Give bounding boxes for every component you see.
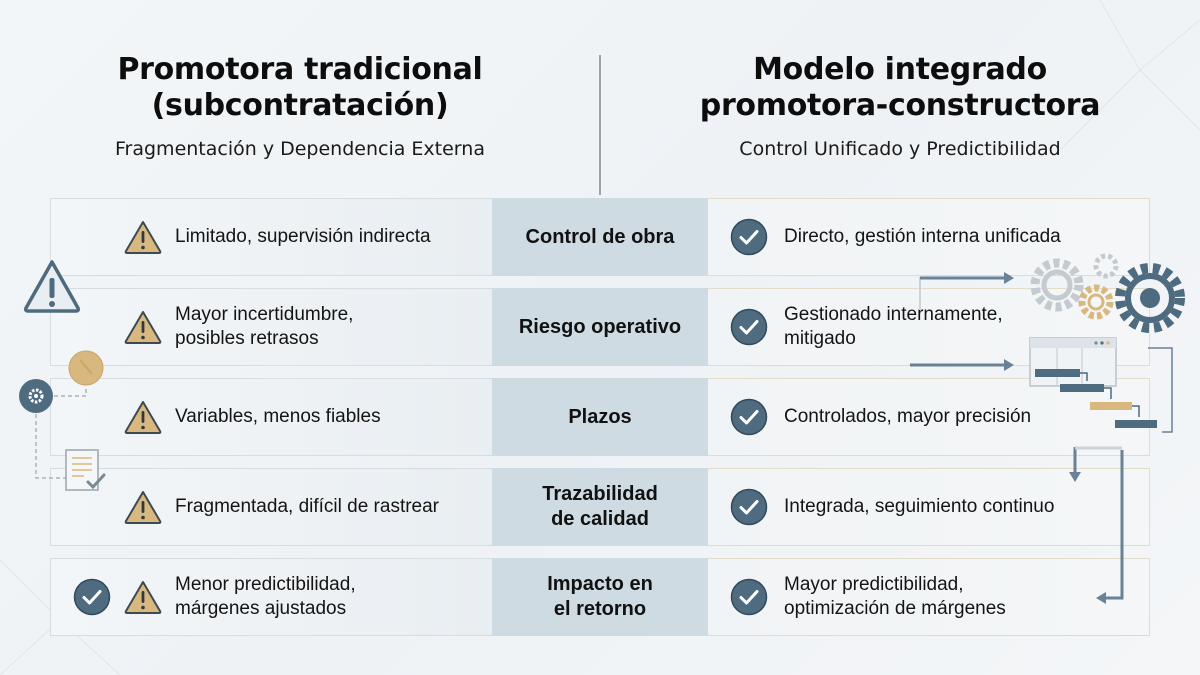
check-icon [730, 398, 768, 436]
check-icon [730, 308, 768, 346]
comparison-row-control-de-obra: Limitado, supervisión indirecta Control … [50, 198, 1150, 276]
integrated-cell: Mayor predictibilidad, optimización de m… [708, 558, 1150, 636]
header-divider [599, 55, 601, 195]
arrow-icon [1004, 359, 1014, 371]
traditional-title: Promotora tradicional (subcontratación) [117, 52, 483, 123]
traditional-text: Variables, menos fiables [175, 406, 381, 427]
traditional-text: Fragmentada, difícil de rastrear [175, 496, 440, 517]
comparison-row-riesgo-operativo: Mayor incertidumbre, posibles retrasos R… [50, 288, 1150, 366]
traditional-cell: Mayor incertidumbre, posibles retrasos [50, 288, 492, 366]
gears-icon [1030, 253, 1185, 333]
integrated-cell: Integrada, seguimiento continuo [708, 468, 1150, 546]
left-decoration-group [19, 260, 106, 491]
integrated-subtitle: Control Unificado y Predictibilidad [739, 138, 1061, 160]
arrow-left-icon [1096, 592, 1106, 604]
integrated-title: Modelo integrado promotora-constructora [699, 52, 1101, 123]
comparison-row-impacto-retorno: Menor predictibilidad, márgenes ajustado… [50, 558, 1150, 636]
integrated-text: Integrada, seguimiento continuo [784, 496, 1055, 517]
traditional-text: Mayor incertidumbre, posibles retrasos [175, 304, 354, 349]
comparison-row-trazabilidad: Fragmentada, difícil de rastrear Trazabi… [50, 468, 1150, 546]
integrated-cell: Directo, gestión interna unificada [708, 198, 1150, 276]
check-icon [730, 488, 768, 526]
large-warning-icon [24, 260, 80, 313]
arrow-icon [1004, 272, 1014, 284]
check-icon [730, 578, 768, 616]
traditional-subtitle: Fragmentación y Dependencia Externa [115, 138, 485, 160]
traditional-header: Promotora tradicional (subcontratación) … [40, 52, 560, 160]
gear-badge-icon [19, 379, 53, 413]
document-check-icon [65, 449, 106, 491]
integrated-header: Modelo integrado promotora-constructora … [640, 52, 1160, 160]
traditional-text: Limitado, supervisión indirecta [175, 226, 431, 247]
traditional-cell: Fragmentada, difícil de rastrear [50, 468, 492, 546]
traditional-cell: Variables, menos fiables [50, 378, 492, 456]
check-icon [730, 218, 768, 256]
right-decoration-group [910, 253, 1185, 604]
criterion-label: Control de obra [492, 198, 708, 276]
arrow-down-icon [1069, 472, 1081, 482]
integrated-text: Directo, gestión interna unificada [784, 226, 1061, 247]
criterion-label: Riesgo operativo [492, 288, 708, 366]
gantt-chart-icon [1029, 337, 1157, 428]
traditional-cell: Limitado, supervisión indirecta [50, 198, 492, 276]
comparison-row-plazos: Variables, menos fiables Plazos Controla… [50, 378, 1150, 456]
integrated-text: Controlados, mayor precisión [784, 406, 1032, 427]
traditional-text: Menor predictibilidad, márgenes ajustado… [175, 574, 356, 619]
integrated-text: Mayor predictibilidad, optimización de m… [784, 574, 1006, 619]
criterion-label: Plazos [492, 378, 708, 456]
check-icon [73, 578, 111, 616]
integrated-text: Gestionado internamente, mitigado [784, 304, 1003, 349]
clock-icon [68, 350, 104, 386]
traditional-cell: Menor predictibilidad, márgenes ajustado… [50, 558, 492, 636]
warning-icon [123, 579, 163, 615]
